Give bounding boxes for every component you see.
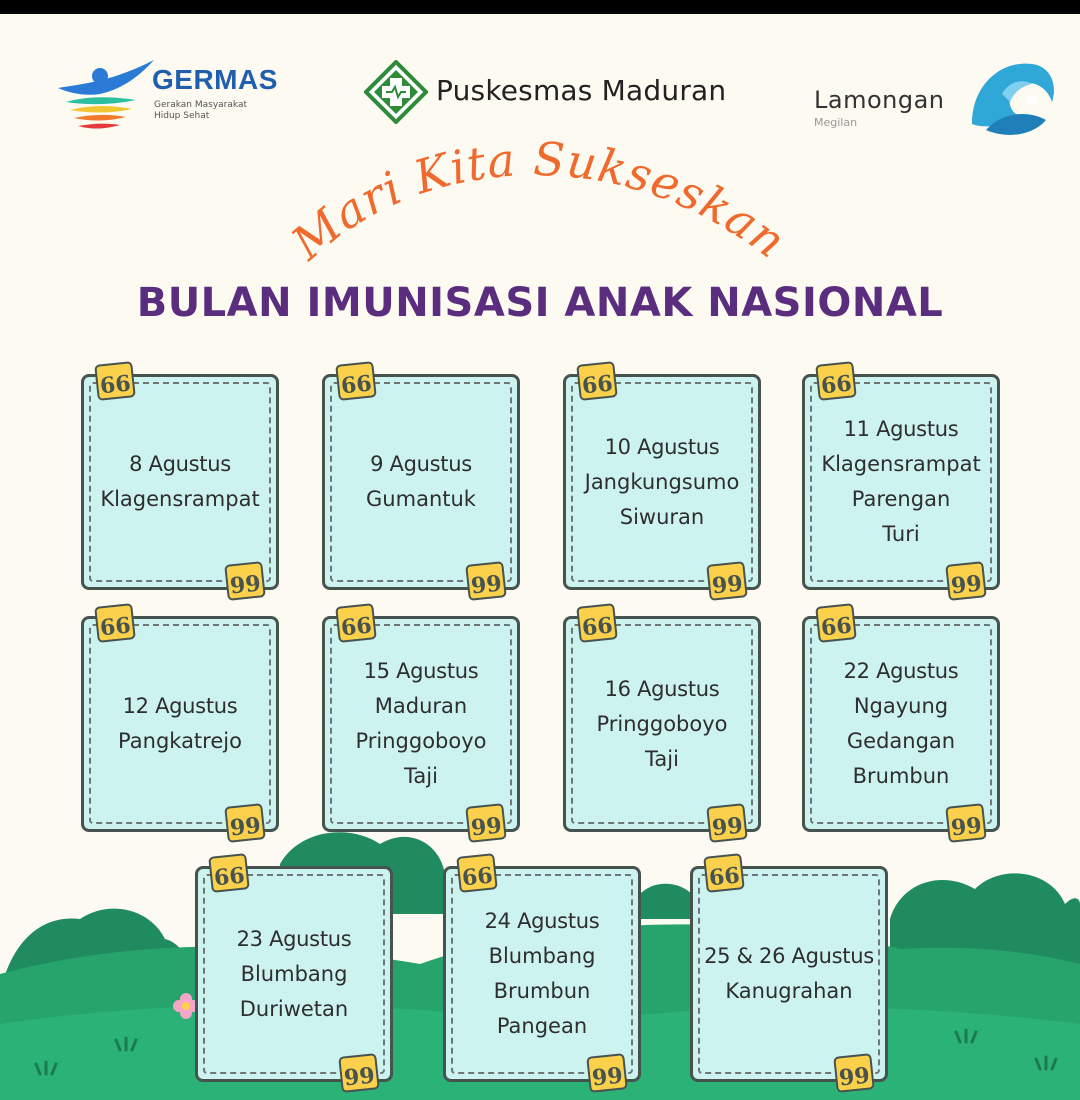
card-place: Taji: [645, 746, 679, 771]
card-place: Brumbun: [493, 979, 591, 1003]
puskesmas-logo: Puskesmas Maduran: [364, 60, 764, 124]
card-place: Brumbun: [852, 764, 950, 788]
card-date: 23 Agustus: [236, 926, 352, 951]
card-date: 9 Agustus: [370, 452, 472, 476]
germas-subtitle: Hidup Sehat: [154, 111, 210, 121]
lamongan-subtitle: Megilan: [814, 116, 858, 129]
poster: GERMAS Gerakan Masyarakat Hidup Sehat Pu…: [0, 14, 1080, 1100]
card-date: 10 Agustus: [604, 434, 720, 459]
card-place: Gedangan: [846, 729, 956, 753]
card-place: Pangkatrejo: [118, 729, 242, 753]
card-place: Blumbang: [488, 944, 596, 968]
card-place: Duriwetan: [239, 996, 349, 1021]
card-place: Turi: [882, 522, 920, 546]
lamongan-logo: Lamongan Megilan: [812, 54, 1058, 144]
tagline: Mari Kita Sukseskan: [281, 132, 796, 271]
quote-close-icon: 99: [465, 561, 507, 601]
lamongan-wave-icon: [972, 63, 1054, 135]
card-place: Jangkungsumo: [584, 469, 740, 494]
card-place: Siwuran: [619, 504, 705, 529]
card-place: Blumbang: [240, 961, 348, 986]
svg-text:Mari Kita Sukseskan: Mari Kita Sukseskan: [281, 132, 797, 271]
quote-close-icon: 99: [833, 1053, 875, 1093]
germas-subtitle: Gerakan Masyarakat: [154, 100, 247, 110]
quote-close-icon: 99: [224, 803, 266, 843]
quote-close-icon: 99: [706, 561, 748, 601]
quote-close-icon: 99: [945, 561, 987, 601]
card-place: Taji: [404, 764, 438, 788]
card-date: 16 Agustus: [604, 676, 720, 701]
card-place: Parengan: [851, 487, 951, 511]
puskesmas-name: Puskesmas Maduran: [436, 74, 727, 107]
card-date: 15 Agustus: [363, 659, 479, 683]
germas-figure-icon: [58, 60, 154, 129]
card-date: 12 Agustus: [122, 694, 238, 718]
germas-title: GERMAS: [152, 64, 278, 95]
card-date: 25 & 26 Agustus: [704, 944, 874, 968]
card-place: Ngayung: [853, 694, 949, 718]
card-date: 24 Agustus: [484, 909, 600, 933]
card-place: Klagensrampat: [821, 452, 981, 476]
card-place: Maduran: [374, 694, 468, 718]
card-date: 8 Agustus: [129, 452, 231, 476]
germas-logo: GERMAS Gerakan Masyarakat Hidup Sehat: [56, 54, 316, 134]
quote-close-icon: 99: [338, 1053, 380, 1093]
card-place: Pringgoboyo: [596, 711, 728, 736]
card-place: Gumantuk: [366, 487, 476, 511]
quote-close-icon: 99: [706, 803, 748, 843]
card-place: Kanugrahan: [725, 979, 853, 1003]
grass-tufts: [34, 1028, 1058, 1076]
card-place: Klagensrampat: [100, 487, 260, 511]
card-date: 22 Agustus: [843, 659, 959, 683]
main-title: BULAN IMUNISASI ANAK NASIONAL: [136, 280, 944, 326]
quote-close-icon: 99: [945, 803, 987, 843]
puskesmas-cross-icon: [364, 60, 428, 124]
tagline-text: Mari Kita Sukseskan: [281, 132, 796, 271]
card-date: 11 Agustus: [843, 417, 959, 441]
quote-close-icon: 99: [224, 561, 266, 601]
card-place: Pangean: [496, 1014, 588, 1038]
quote-close-icon: 99: [586, 1053, 628, 1093]
card-place: Pringgoboyo: [355, 729, 487, 753]
quote-close-icon: 99: [465, 803, 507, 843]
lamongan-name: Lamongan: [814, 86, 945, 114]
